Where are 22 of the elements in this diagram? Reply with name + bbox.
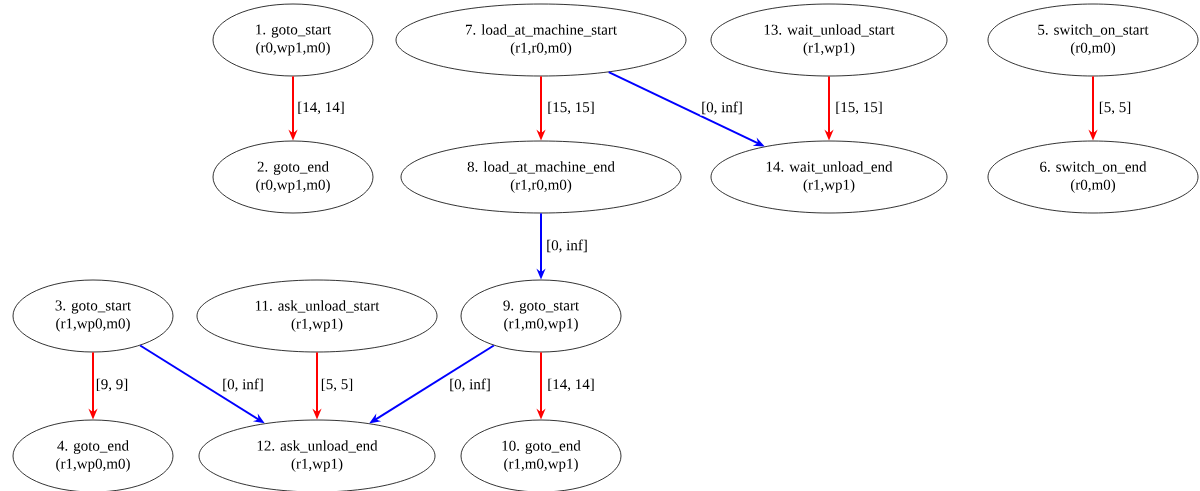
ellipse-node: 3. goto_start (r1,wp0,m0) [12,279,174,353]
ellipse-node: 14. wait_unload_end (r1,wp1) [710,140,948,214]
ellipse-node: 2. goto_end (r0,wp1,m0) [212,140,374,214]
edge-label: [0, inf] [448,377,492,393]
ellipse-node: 1. goto_start (r0,wp1,m0) [212,3,374,77]
edge-label: [0, inf] [221,377,265,393]
ellipse-node: 8. load_at_machine_end (r1,r0,m0) [400,140,682,214]
edge-label: [5, 5] [1097,100,1133,116]
ellipse-node: 7. load_at_machine_start (r1,r0,m0) [395,3,687,77]
edge-label: [14, 14] [296,100,346,116]
edge-label: [14, 14] [546,377,596,393]
edge-label: [15, 15] [546,100,596,116]
ellipse-node: 9. goto_start (r1,m0,wp1) [460,279,622,353]
edge-label: [0, inf] [545,238,589,254]
ellipse-node: 6. switch_on_end (r0,m0) [987,140,1199,214]
edge-label: [0, inf] [700,100,744,116]
edge-label: [5, 5] [319,377,355,393]
edge-label: [15, 15] [834,100,884,116]
ellipse-node: 13. wait_unload_start (r1,wp1) [710,3,948,77]
ellipse-node: 11. ask_unload_start (r1,wp1) [196,279,438,353]
edge-label: [9, 9] [94,377,130,393]
ellipse-node: 5. switch_on_start (r0,m0) [987,3,1199,77]
